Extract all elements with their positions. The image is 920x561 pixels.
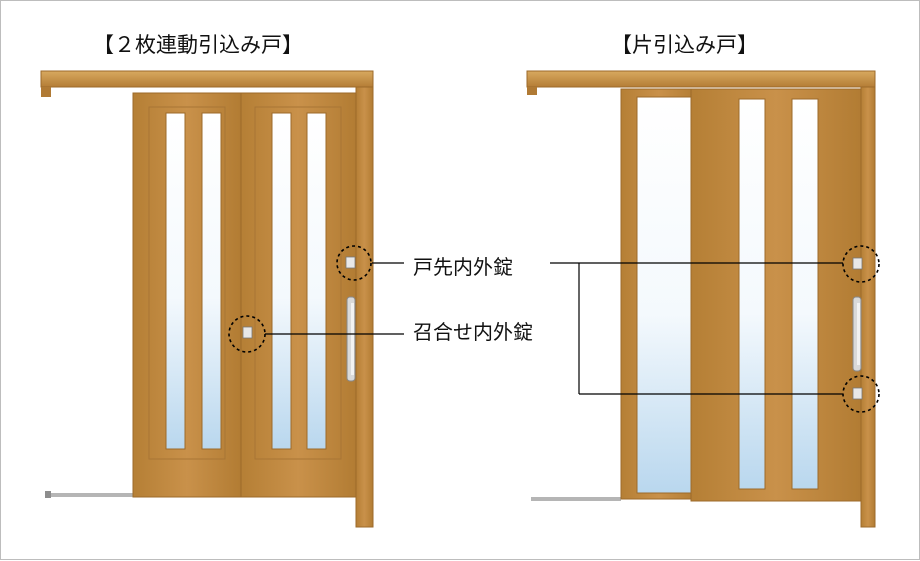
glass-slit [738, 98, 766, 490]
floor-rail [45, 493, 155, 497]
lock-plate [852, 257, 863, 270]
lock-plate [242, 326, 253, 339]
door-panel [690, 88, 862, 502]
header-rail [40, 70, 374, 88]
glass-slit [306, 112, 327, 450]
header-rail [526, 70, 876, 88]
door-jamb [355, 86, 374, 528]
callout-door-edge-lock: 戸先内外錠 [413, 255, 513, 279]
glass-slit [271, 112, 292, 450]
two-panel-sliding-door [40, 70, 374, 528]
door-handle [852, 296, 862, 372]
callout-meeting-lock: 召合せ内外錠 [413, 320, 533, 344]
lock-highlight-circle [336, 245, 372, 281]
side-light-frame [620, 88, 698, 500]
callout-lines [265, 262, 843, 395]
title-single-sliding-door: 【片引込み戸】 [611, 33, 758, 57]
lock-plate [852, 387, 863, 400]
glass-slit [201, 112, 222, 450]
single-sliding-door [526, 70, 880, 528]
door-handle [346, 296, 356, 382]
door-panel-front [240, 92, 357, 498]
door-jamb [860, 86, 876, 528]
door-panel-back [132, 92, 242, 498]
lock-highlight-circle [842, 245, 880, 283]
title-two-panel-sliding-door: 【２枚連動引込み戸】 [93, 33, 303, 57]
glass-slit [165, 112, 186, 450]
floor-rail [531, 497, 621, 501]
glass-slit [791, 98, 819, 490]
lock-plate [345, 256, 356, 269]
glass-side-light [636, 96, 692, 494]
